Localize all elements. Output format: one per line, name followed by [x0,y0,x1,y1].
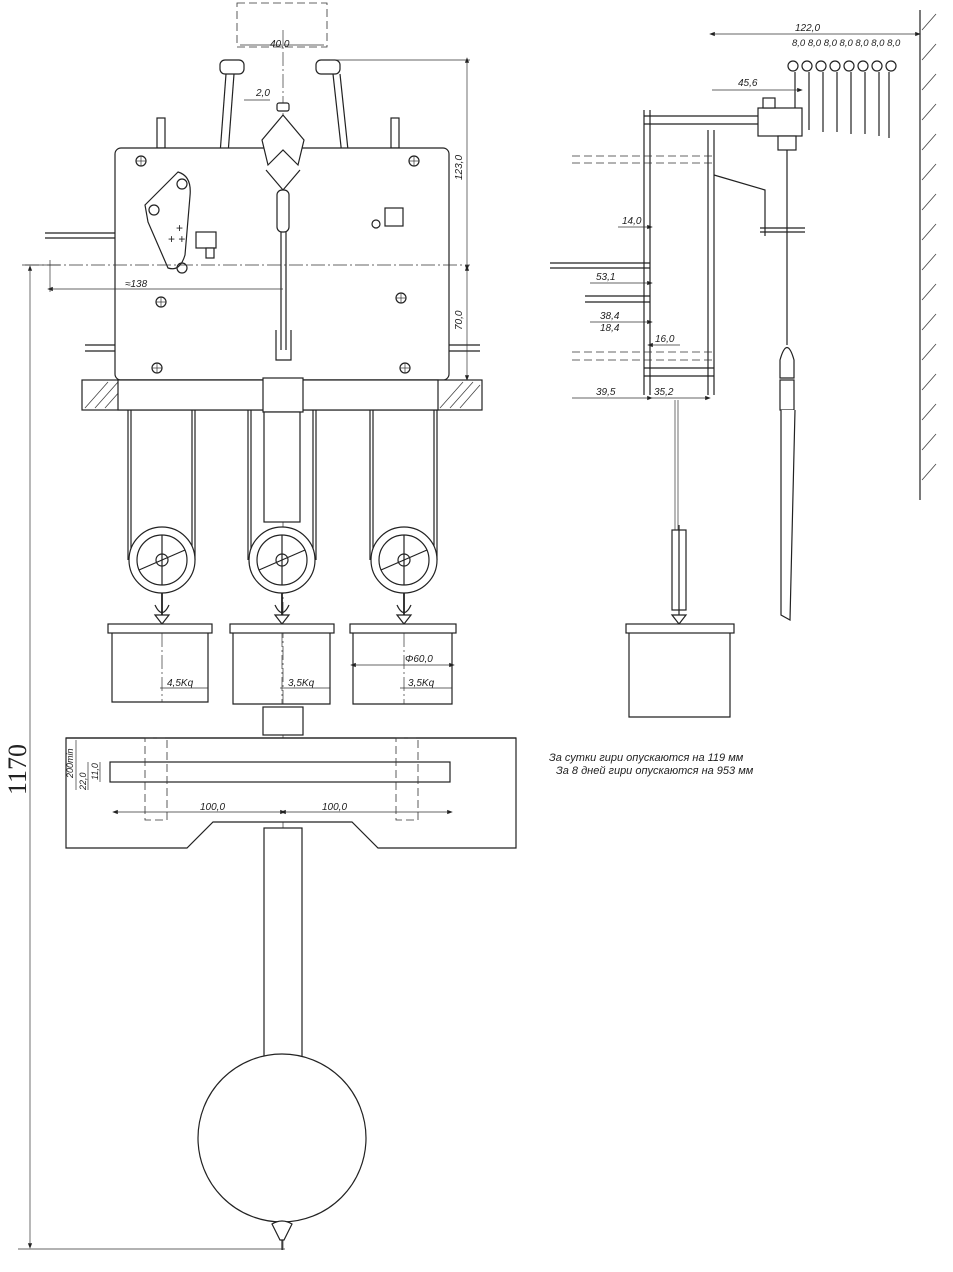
plate-screws [135,155,420,374]
weight-side [625,623,735,634]
pendulum-rod-top [263,411,301,523]
dim-22: 22,0 [78,772,88,791]
front-view: 40,0 2,0 123,0 [3,2,517,1250]
dim-16: 16,0 [655,334,675,345]
pulley-middle [248,526,316,625]
weight-middle-label: 3,5Kq [288,678,315,689]
pulley-left [128,526,196,625]
dim-100-right: 100,0 [322,802,347,813]
bob-nut [271,1220,293,1241]
weight-middle: 3,5Kq [229,623,335,705]
top-dashed-box [236,2,328,48]
weight-right-label: 3,5Kq [408,678,435,689]
wall-hatch [921,13,937,481]
escapement [261,102,305,361]
chime-hammers [787,60,897,138]
dim-40: 40,0 [270,39,290,50]
dim-53-1: 53,1 [596,272,615,283]
weight-left: 4,5Kq [107,623,213,703]
dim-138: ≈138 [125,279,148,290]
suspension-bracket [757,107,803,137]
pendulum-suspension [262,377,304,413]
dim-38-4: 38,4 [600,311,620,322]
dim-39-5: 39,5 [596,387,616,398]
weight-left-label: 4,5Kq [167,678,194,689]
dim-35-2: 35,2 [654,387,674,398]
right-hammer-head [315,59,341,75]
notes: За сутки гири опускаются на 119 мм За 8 … [549,752,754,777]
dim-8-row: 8,0 8,0 8,0 8,0 8,0 8,0 8,0 [792,38,901,49]
small-block [262,706,304,736]
main-plate [114,147,450,381]
weight-right: Φ60,0 3,5Kq [349,623,457,705]
weight-assemblies [127,410,438,560]
side-view: 122,0 8,0 8,0 8,0 8,0 8,0 8,0 8,0 45,6 [550,10,937,718]
dim-100-left: 100,0 [200,802,225,813]
pivot-square [384,207,404,227]
svg-text:+: + [176,221,183,235]
pulley-right [370,526,438,625]
dim-2: 2,0 [255,88,270,99]
svg-text:+ +: + + [168,232,185,246]
dim-123: 123,0 [454,155,465,180]
dim-11: 11,0 [90,763,100,780]
weight-right-diameter: Φ60,0 [405,654,433,665]
dim-1170: 1170 [3,744,32,795]
dim-18-4: 18,4 [600,323,620,334]
pendulum-rod [263,827,303,1059]
dim-14: 14,0 [622,216,642,227]
pendulum-bob [197,1053,367,1223]
note-line-2: За 8 дней гири опускаются на 953 мм [556,765,754,777]
dim-45-6: 45,6 [738,78,758,89]
left-hammer-head [219,59,245,75]
note-line-1: За сутки гири опускаются на 119 мм [549,752,744,764]
dim-122: 122,0 [795,23,820,34]
dim-70: 70,0 [454,310,465,330]
dim-200min: 200min [65,748,75,779]
lever-plate [144,171,191,270]
